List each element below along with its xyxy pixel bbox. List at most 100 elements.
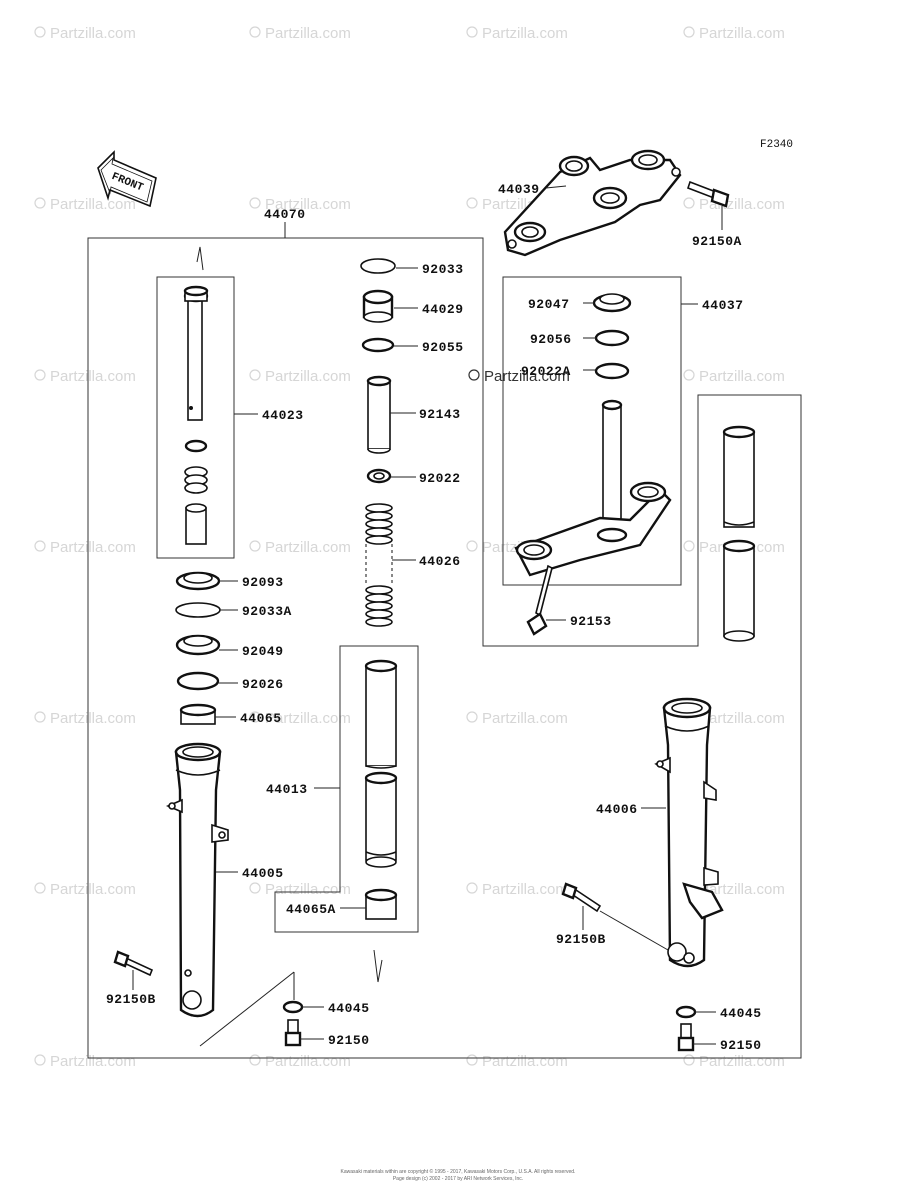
label-44045-right: 44045: [720, 1006, 762, 1021]
footer-copyright: Kawasaki materials within are copyright …: [341, 1168, 576, 1175]
break-mark-bottom: [373, 949, 383, 983]
label-92150-right: 92150: [720, 1038, 762, 1053]
watermark-9: Partzilla.com: [34, 368, 136, 385]
label-44065: 44065: [240, 711, 282, 726]
label-92153: 92153: [570, 614, 612, 629]
circlip-92033a: [175, 602, 221, 618]
watermark-28: Partzilla.com: [683, 1053, 785, 1070]
cap-44029: [362, 289, 394, 323]
label-44005: 44005: [242, 866, 284, 881]
svg-text:Partzilla.com: Partzilla.com: [50, 881, 136, 898]
svg-text:Partzilla.com: Partzilla.com: [482, 881, 568, 898]
svg-text:Partzilla.com: Partzilla.com: [482, 25, 568, 42]
washer-44045-left: [282, 1000, 304, 1014]
part-labels: 44070 44039 92150A 92033 44029 92055 440…: [106, 182, 762, 1053]
svg-text:Partzilla.com: Partzilla.com: [50, 1053, 136, 1070]
watermark-13: Partzilla.com: [34, 539, 136, 556]
label-44006: 44006: [596, 802, 638, 817]
label-92150b-left: 92150B: [106, 992, 156, 1007]
svg-text:Partzilla.com: Partzilla.com: [699, 368, 785, 385]
watermark-4: Partzilla.com: [683, 25, 785, 42]
assembly-44070-outline: [87, 222, 802, 1059]
label-92055: 92055: [422, 340, 464, 355]
svg-text:Partzilla.com: Partzilla.com: [482, 710, 568, 727]
label-44026: 44026: [419, 554, 461, 569]
svg-text:Partzilla.com: Partzilla.com: [265, 539, 351, 556]
circlip-92033: [360, 258, 396, 274]
watermark-18: Partzilla.com: [249, 710, 351, 727]
svg-text:Partzilla.com: Partzilla.com: [482, 1053, 568, 1070]
label-92047: 92047: [528, 297, 570, 312]
bolt-92150b-right: [561, 882, 602, 913]
watermark-2: Partzilla.com: [249, 25, 351, 42]
o-ring-92055: [361, 337, 395, 353]
svg-text:Partzilla.com: Partzilla.com: [265, 881, 351, 898]
svg-text:Partzilla.com: Partzilla.com: [699, 710, 785, 727]
watermark-21: Partzilla.com: [34, 881, 136, 898]
svg-text:Partzilla.com: Partzilla.com: [50, 368, 136, 385]
label-44070: 44070: [264, 207, 306, 222]
outer-tube-44005: [165, 742, 229, 1018]
label-44039: 44039: [498, 182, 540, 197]
bolt-92150-right: [677, 1023, 695, 1052]
subassembly-44023-box: [156, 276, 235, 559]
svg-text:Partzilla.com: Partzilla.com: [265, 368, 351, 385]
right-inner-tube: [722, 425, 756, 642]
svg-text:Partzilla.com: Partzilla.com: [699, 881, 785, 898]
collar-92143: [366, 375, 392, 454]
watermark-12: Partzilla.com: [683, 368, 785, 385]
label-44065a: 44065A: [286, 902, 336, 917]
watermark-1: Partzilla.com: [34, 25, 136, 42]
svg-text:Partzilla.com: Partzilla.com: [50, 539, 136, 556]
oil-seal-92049: [175, 634, 221, 656]
bolt-92150b-left: [113, 950, 154, 977]
svg-text:Partzilla.com: Partzilla.com: [50, 196, 136, 213]
label-92093: 92093: [242, 575, 284, 590]
label-92033a: 92033A: [242, 604, 292, 619]
watermark-26: Partzilla.com: [249, 1053, 351, 1070]
watermark-5: Partzilla.com: [34, 196, 136, 213]
label-92022: 92022: [419, 471, 461, 486]
inner-tube-44013: [364, 659, 398, 868]
label-92056: 92056: [530, 332, 572, 347]
label-92150b-right: 92150B: [556, 932, 606, 947]
watermark-6: Partzilla.com: [249, 196, 351, 213]
label-44045-left: 44045: [328, 1001, 370, 1016]
leader-lines: [132, 185, 723, 1047]
label-44023: 44023: [262, 408, 304, 423]
svg-text:Partzilla.com: Partzilla.com: [265, 196, 351, 213]
washer-92026: [176, 671, 220, 691]
race-92047: [592, 293, 632, 313]
damper-rod-assembly: [183, 285, 209, 545]
label-92033: 92033: [422, 262, 464, 277]
watermark-14: Partzilla.com: [249, 539, 351, 556]
spring-44026: [365, 503, 393, 627]
watermark-10: Partzilla.com: [249, 368, 351, 385]
seal-92056: [594, 329, 630, 347]
washer-92022: [366, 468, 392, 484]
svg-text:Partzilla.com: Partzilla.com: [50, 25, 136, 42]
bushing-44065: [179, 703, 217, 725]
footer-page-design: Page design (c) 2002 - 2017 by ARI Netwo…: [393, 1176, 523, 1182]
label-92022a: 92022A: [521, 364, 571, 379]
label-44013: 44013: [266, 782, 308, 797]
watermark-27: Partzilla.com: [466, 1053, 568, 1070]
watermark-11: Partzilla.com: [468, 368, 570, 385]
label-92026: 92026: [242, 677, 284, 692]
washer-92022a: [594, 362, 630, 380]
svg-text:Partzilla.com: Partzilla.com: [265, 1053, 351, 1070]
svg-text:Partzilla.com: Partzilla.com: [699, 25, 785, 42]
watermark-25: Partzilla.com: [34, 1053, 136, 1070]
svg-text:Partzilla.com: Partzilla.com: [265, 710, 351, 727]
label-92150-left: 92150: [328, 1033, 370, 1048]
outer-tube-44006: [654, 697, 724, 968]
steering-stem: [514, 399, 672, 577]
break-mark-top: [196, 246, 204, 271]
watermark-17: Partzilla.com: [34, 710, 136, 727]
seal-92093: [175, 571, 221, 591]
watermark-3: Partzilla.com: [466, 25, 568, 42]
washer-44045-right: [675, 1005, 697, 1019]
label-44029: 44029: [422, 302, 464, 317]
watermark-8: Partzilla.com: [683, 196, 785, 213]
